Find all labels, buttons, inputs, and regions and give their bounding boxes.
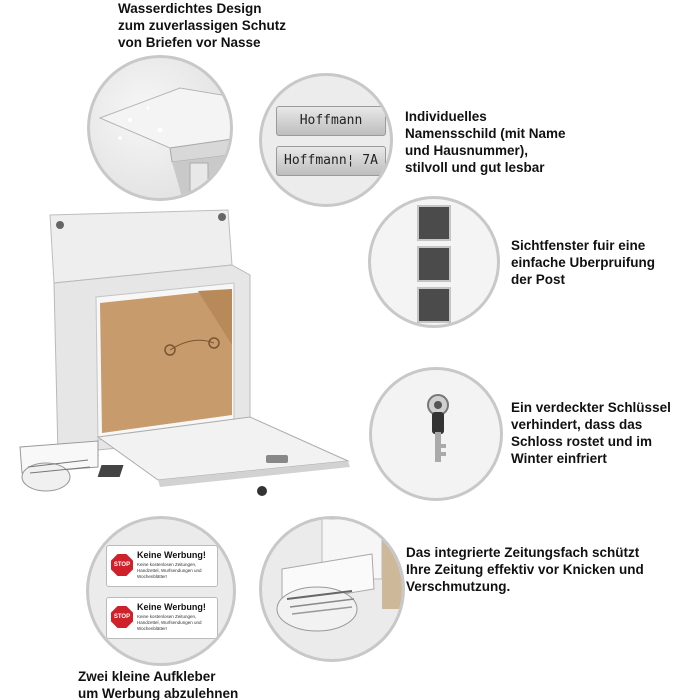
caption-lock: Ein verdeckter Schlüssel verhindert, das… xyxy=(511,400,671,466)
sticker-text: Keine kostenlosen Zeitungen, Handzettel,… xyxy=(137,614,202,631)
no-ads-sticker: STOP Keine Werbung! Keine kostenlosen Ze… xyxy=(106,545,218,587)
mailbox-product-image xyxy=(18,205,358,515)
caption-window: Sichtfenster fuir eine einfache Uberprui… xyxy=(511,238,656,287)
sticker-text: Keine kostenlosen Zeitungen, Handzettel,… xyxy=(137,562,202,579)
lock-detail-image xyxy=(369,367,503,501)
window-slot xyxy=(417,287,451,323)
caption-waterproof: Wasserdichtes Design zum zuverlassigen S… xyxy=(118,1,287,50)
newspaper-holder-detail-image xyxy=(259,516,405,662)
stop-sign-icon: STOP xyxy=(111,606,133,628)
stickers-detail-image: STOP Keine Werbung! Keine kostenlosen Ze… xyxy=(86,516,236,666)
key-icon xyxy=(427,394,449,462)
nameplate-1: Hoffmann xyxy=(276,106,386,136)
lid-detail-image xyxy=(87,55,233,201)
caption-nameplate: Individuelles Namensschild (mit Name und… xyxy=(405,109,566,175)
sticker-title: Keine Werbung! xyxy=(137,602,206,612)
stop-sign-icon: STOP xyxy=(111,554,133,576)
sticker-title: Keine Werbung! xyxy=(137,550,206,560)
no-ads-sticker: STOP Keine Werbung! Keine kostenlosen Ze… xyxy=(106,597,218,639)
caption-newspaper: Das integrierte Zeitungsfach schützt Ihr… xyxy=(406,545,644,594)
viewing-window-detail-image xyxy=(368,196,500,328)
nameplate-detail-image: Hoffmann Hoffmann¦ 7A xyxy=(259,73,393,207)
caption-stickers: Zwei kleine Aufkleber um Werbung abzuleh… xyxy=(78,669,239,700)
window-slot xyxy=(417,246,451,282)
nameplate-2: Hoffmann¦ 7A xyxy=(276,146,386,176)
window-slot xyxy=(417,205,451,241)
